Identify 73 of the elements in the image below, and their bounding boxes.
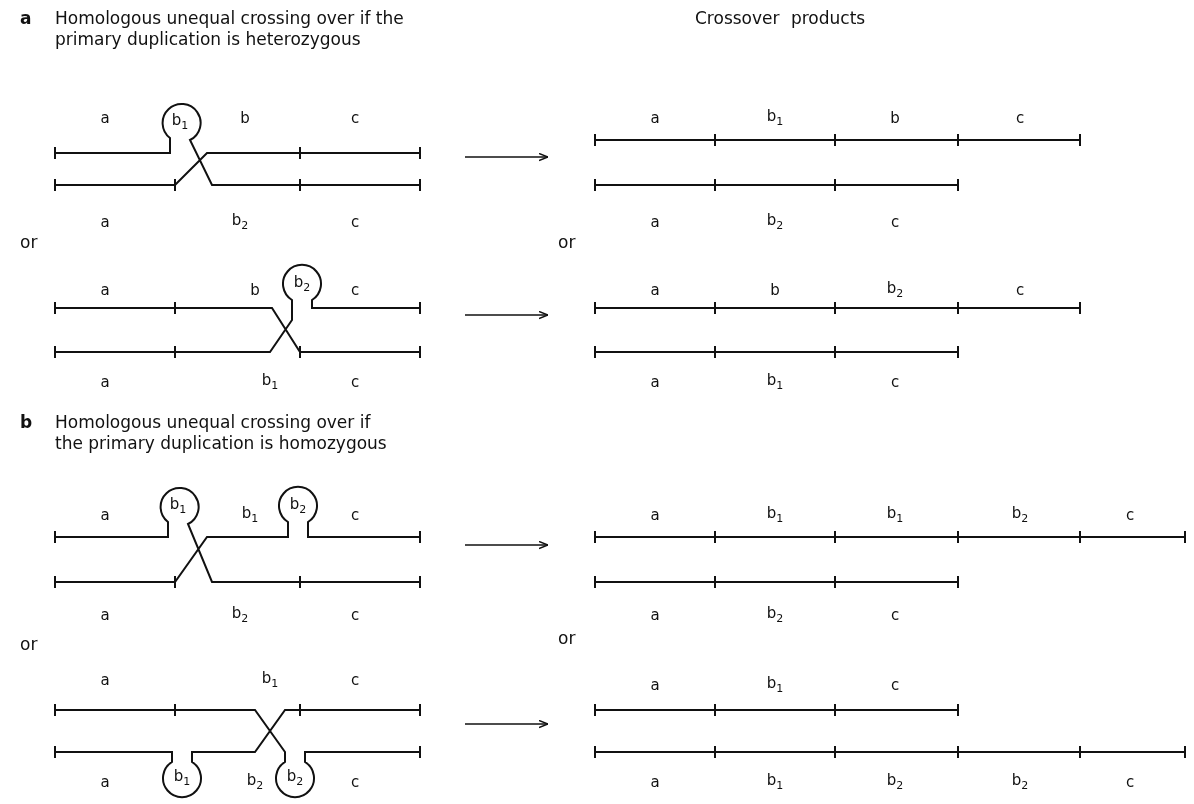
panel-letter: a bbox=[20, 8, 33, 30]
segment-label: c bbox=[350, 110, 360, 126]
segment-label: b$_{1}$ bbox=[173, 769, 191, 787]
segment-label: c bbox=[1125, 507, 1135, 523]
segment-label: b bbox=[250, 282, 260, 298]
segment-label: b$_{1}$ bbox=[886, 506, 904, 524]
segment-label: a bbox=[100, 507, 110, 523]
segment-label: b$_{1}$ bbox=[261, 671, 279, 689]
segment-label: b$_{2}$ bbox=[293, 275, 311, 293]
column-heading: Crossover products bbox=[695, 8, 867, 30]
or-label: or bbox=[20, 232, 39, 254]
segment-label: b$_{1}$ bbox=[169, 497, 187, 515]
segment-label: b$_{1}$ bbox=[766, 676, 784, 694]
segment-label: b$_{2}$ bbox=[886, 281, 904, 299]
segment-label: b$_{2}$ bbox=[766, 606, 784, 624]
segment-label: a bbox=[650, 282, 660, 298]
arrow bbox=[464, 310, 549, 320]
or-label: or bbox=[558, 232, 577, 254]
segment-label: c bbox=[350, 774, 360, 790]
segment-label: a bbox=[100, 774, 110, 790]
segment-label: c bbox=[350, 507, 360, 523]
arrow bbox=[464, 719, 549, 729]
panel-heading: Homologous unequal crossing over if the primary duplication is heterozygous bbox=[55, 8, 405, 51]
segment-label: b$_{1}$ bbox=[261, 373, 279, 391]
segment-label: b bbox=[240, 110, 250, 126]
segment-label: a bbox=[650, 507, 660, 523]
segment-label: b bbox=[890, 110, 900, 126]
segment-label: a bbox=[650, 677, 660, 693]
segment-label: a bbox=[100, 110, 110, 126]
segment-label: c bbox=[890, 374, 900, 390]
segment-label: b$_{1}$ bbox=[171, 113, 189, 131]
segment-label: a bbox=[650, 110, 660, 126]
segment-label: b$_{1}$ bbox=[766, 773, 784, 791]
segment-label: b$_{2}$ bbox=[766, 213, 784, 231]
segment-label: a bbox=[100, 374, 110, 390]
segment-label: c bbox=[350, 607, 360, 623]
segment-label: c bbox=[890, 607, 900, 623]
segment-label: a bbox=[100, 607, 110, 623]
segment-label: b bbox=[770, 282, 780, 298]
arrow bbox=[464, 540, 549, 550]
segment-label: c bbox=[350, 282, 360, 298]
segment-label: b$_{2}$ bbox=[1011, 506, 1029, 524]
segment-label: b$_{2}$ bbox=[1011, 773, 1029, 791]
segment-label: b$_{1}$ bbox=[241, 506, 259, 524]
segment-label: b$_{2}$ bbox=[886, 773, 904, 791]
segment-label: b$_{2}$ bbox=[289, 497, 307, 515]
segment-label: c bbox=[1125, 774, 1135, 790]
segment-label: b$_{2}$ bbox=[246, 773, 264, 791]
segment-label: a bbox=[100, 672, 110, 688]
segment-label: b$_{2}$ bbox=[231, 213, 249, 231]
segment-label: c bbox=[350, 672, 360, 688]
segment-label: a bbox=[650, 607, 660, 623]
segment-label: c bbox=[1015, 282, 1025, 298]
panel-letter: b bbox=[20, 412, 34, 434]
segment-label: b$_{2}$ bbox=[286, 769, 304, 787]
segment-label: a bbox=[650, 774, 660, 790]
segment-label: c bbox=[890, 214, 900, 230]
segment-label: c bbox=[890, 677, 900, 693]
segment-label: b$_{2}$ bbox=[231, 606, 249, 624]
or-label: or bbox=[20, 634, 39, 656]
segment-label: a bbox=[100, 214, 110, 230]
segment-label: c bbox=[350, 214, 360, 230]
segment-label: b$_{1}$ bbox=[766, 109, 784, 127]
panel-heading: Homologous unequal crossing over if the primary duplication is homozygous bbox=[55, 412, 388, 455]
segment-label: c bbox=[350, 374, 360, 390]
segment-label: b$_{1}$ bbox=[766, 373, 784, 391]
segment-label: a bbox=[650, 374, 660, 390]
segment-label: c bbox=[1015, 110, 1025, 126]
or-label: or bbox=[558, 628, 577, 650]
arrow bbox=[464, 152, 549, 162]
segment-label: a bbox=[650, 214, 660, 230]
segment-label: b$_{1}$ bbox=[766, 506, 784, 524]
segment-label: a bbox=[100, 282, 110, 298]
